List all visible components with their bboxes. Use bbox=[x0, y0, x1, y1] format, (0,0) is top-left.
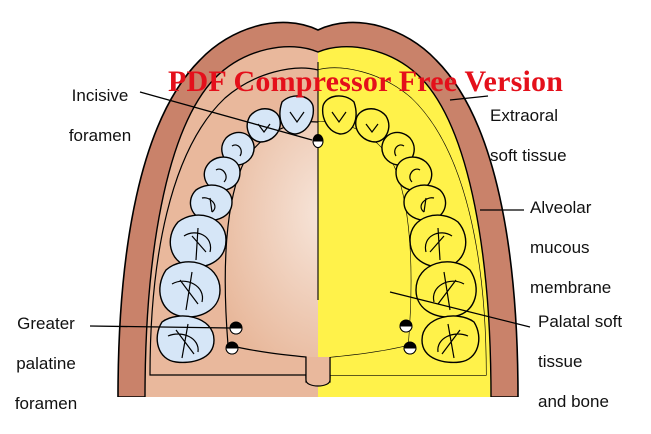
watermark-text: PDF Compressor Free Version bbox=[168, 65, 563, 99]
label-alveolar-line1: Alveolar bbox=[530, 198, 640, 218]
label-greater-palatine-line2: palatine bbox=[6, 354, 86, 374]
uvula-notch bbox=[306, 357, 330, 386]
tooth-r7 bbox=[416, 262, 476, 317]
label-extraoral-soft-tissue: Extraoral soft tissue bbox=[490, 86, 620, 186]
label-greater-palatine-line1: Greater bbox=[6, 314, 86, 334]
label-greater-palatine-foramen: Greater palatine foramen bbox=[6, 294, 86, 434]
label-alveolar-line2: mucous bbox=[530, 238, 640, 258]
label-palatal-line1: Palatal soft bbox=[538, 312, 648, 332]
label-greater-palatine-line3: foramen bbox=[6, 394, 86, 414]
label-palatal-soft-tissue: Palatal soft tissue and bone bbox=[538, 292, 648, 432]
label-incisive-foramen: Incisive foramen bbox=[60, 66, 140, 166]
tooth-l6 bbox=[170, 215, 226, 267]
label-extraoral-line1: Extraoral bbox=[490, 106, 620, 126]
tooth-l7 bbox=[160, 262, 220, 317]
incisive-foramen-mark bbox=[313, 135, 323, 148]
label-palatal-line3: and bone bbox=[538, 392, 648, 412]
dental-arch-diagram: Incisive foramen Extraoral soft tissue A… bbox=[0, 0, 651, 397]
tooth-r6 bbox=[410, 215, 466, 267]
label-incisive-foramen-line1: Incisive bbox=[60, 86, 140, 106]
label-incisive-foramen-line2: foramen bbox=[60, 126, 140, 146]
label-palatal-line2: tissue bbox=[538, 352, 648, 372]
label-extraoral-line2: soft tissue bbox=[490, 146, 620, 166]
